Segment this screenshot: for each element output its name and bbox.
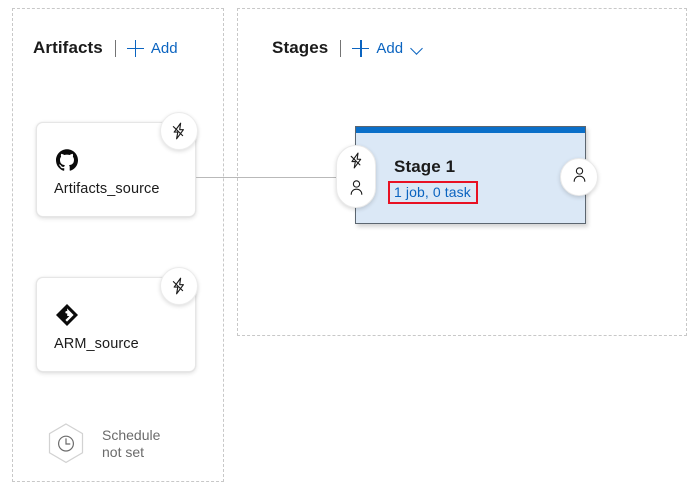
clock-icon xyxy=(42,420,90,468)
stages-panel xyxy=(237,8,687,336)
stage-jobs-tasks-link[interactable]: 1 job, 0 task xyxy=(394,184,471,200)
stages-header-divider xyxy=(340,39,342,57)
pre-deployment-conditions-badge[interactable] xyxy=(336,145,376,208)
stage-title: Stage 1 xyxy=(394,157,456,176)
artifact-label: Artifacts_source xyxy=(54,181,160,197)
lightning-bolt-icon[interactable] xyxy=(160,267,198,305)
stages-panel-header: Stages Add xyxy=(272,38,423,58)
schedule-line-1: Schedule xyxy=(102,427,161,443)
schedule-block[interactable]: Schedule not set xyxy=(42,420,160,468)
plus-icon[interactable] xyxy=(352,39,370,57)
artifacts-panel-header: Artifacts Add xyxy=(33,38,178,58)
stage-card[interactable]: Stage 1 1 job, 0 task xyxy=(355,126,586,224)
artifacts-title: Artifacts xyxy=(33,38,103,57)
add-artifact-button[interactable]: Add xyxy=(150,39,178,57)
stage-status-bar xyxy=(356,127,585,133)
person-icon xyxy=(347,178,366,202)
artifacts-panel xyxy=(12,8,224,482)
plus-icon[interactable] xyxy=(126,39,144,57)
add-stage-button[interactable]: Add xyxy=(376,39,404,57)
artifact-label: ARM_source xyxy=(54,336,139,352)
lightning-bolt-icon[interactable] xyxy=(160,112,198,150)
artifacts-header-divider xyxy=(114,39,116,57)
lightning-bolt-icon xyxy=(347,151,366,175)
azure-repos-icon xyxy=(54,302,80,328)
schedule-label: Schedule not set xyxy=(102,427,160,461)
stages-title: Stages xyxy=(272,38,329,57)
person-icon xyxy=(570,165,589,189)
chevron-down-icon[interactable] xyxy=(412,43,423,54)
github-icon xyxy=(54,147,80,173)
artifact-stage-connector xyxy=(196,177,354,178)
post-deployment-conditions-badge[interactable] xyxy=(560,158,598,196)
schedule-line-2: not set xyxy=(102,444,145,460)
